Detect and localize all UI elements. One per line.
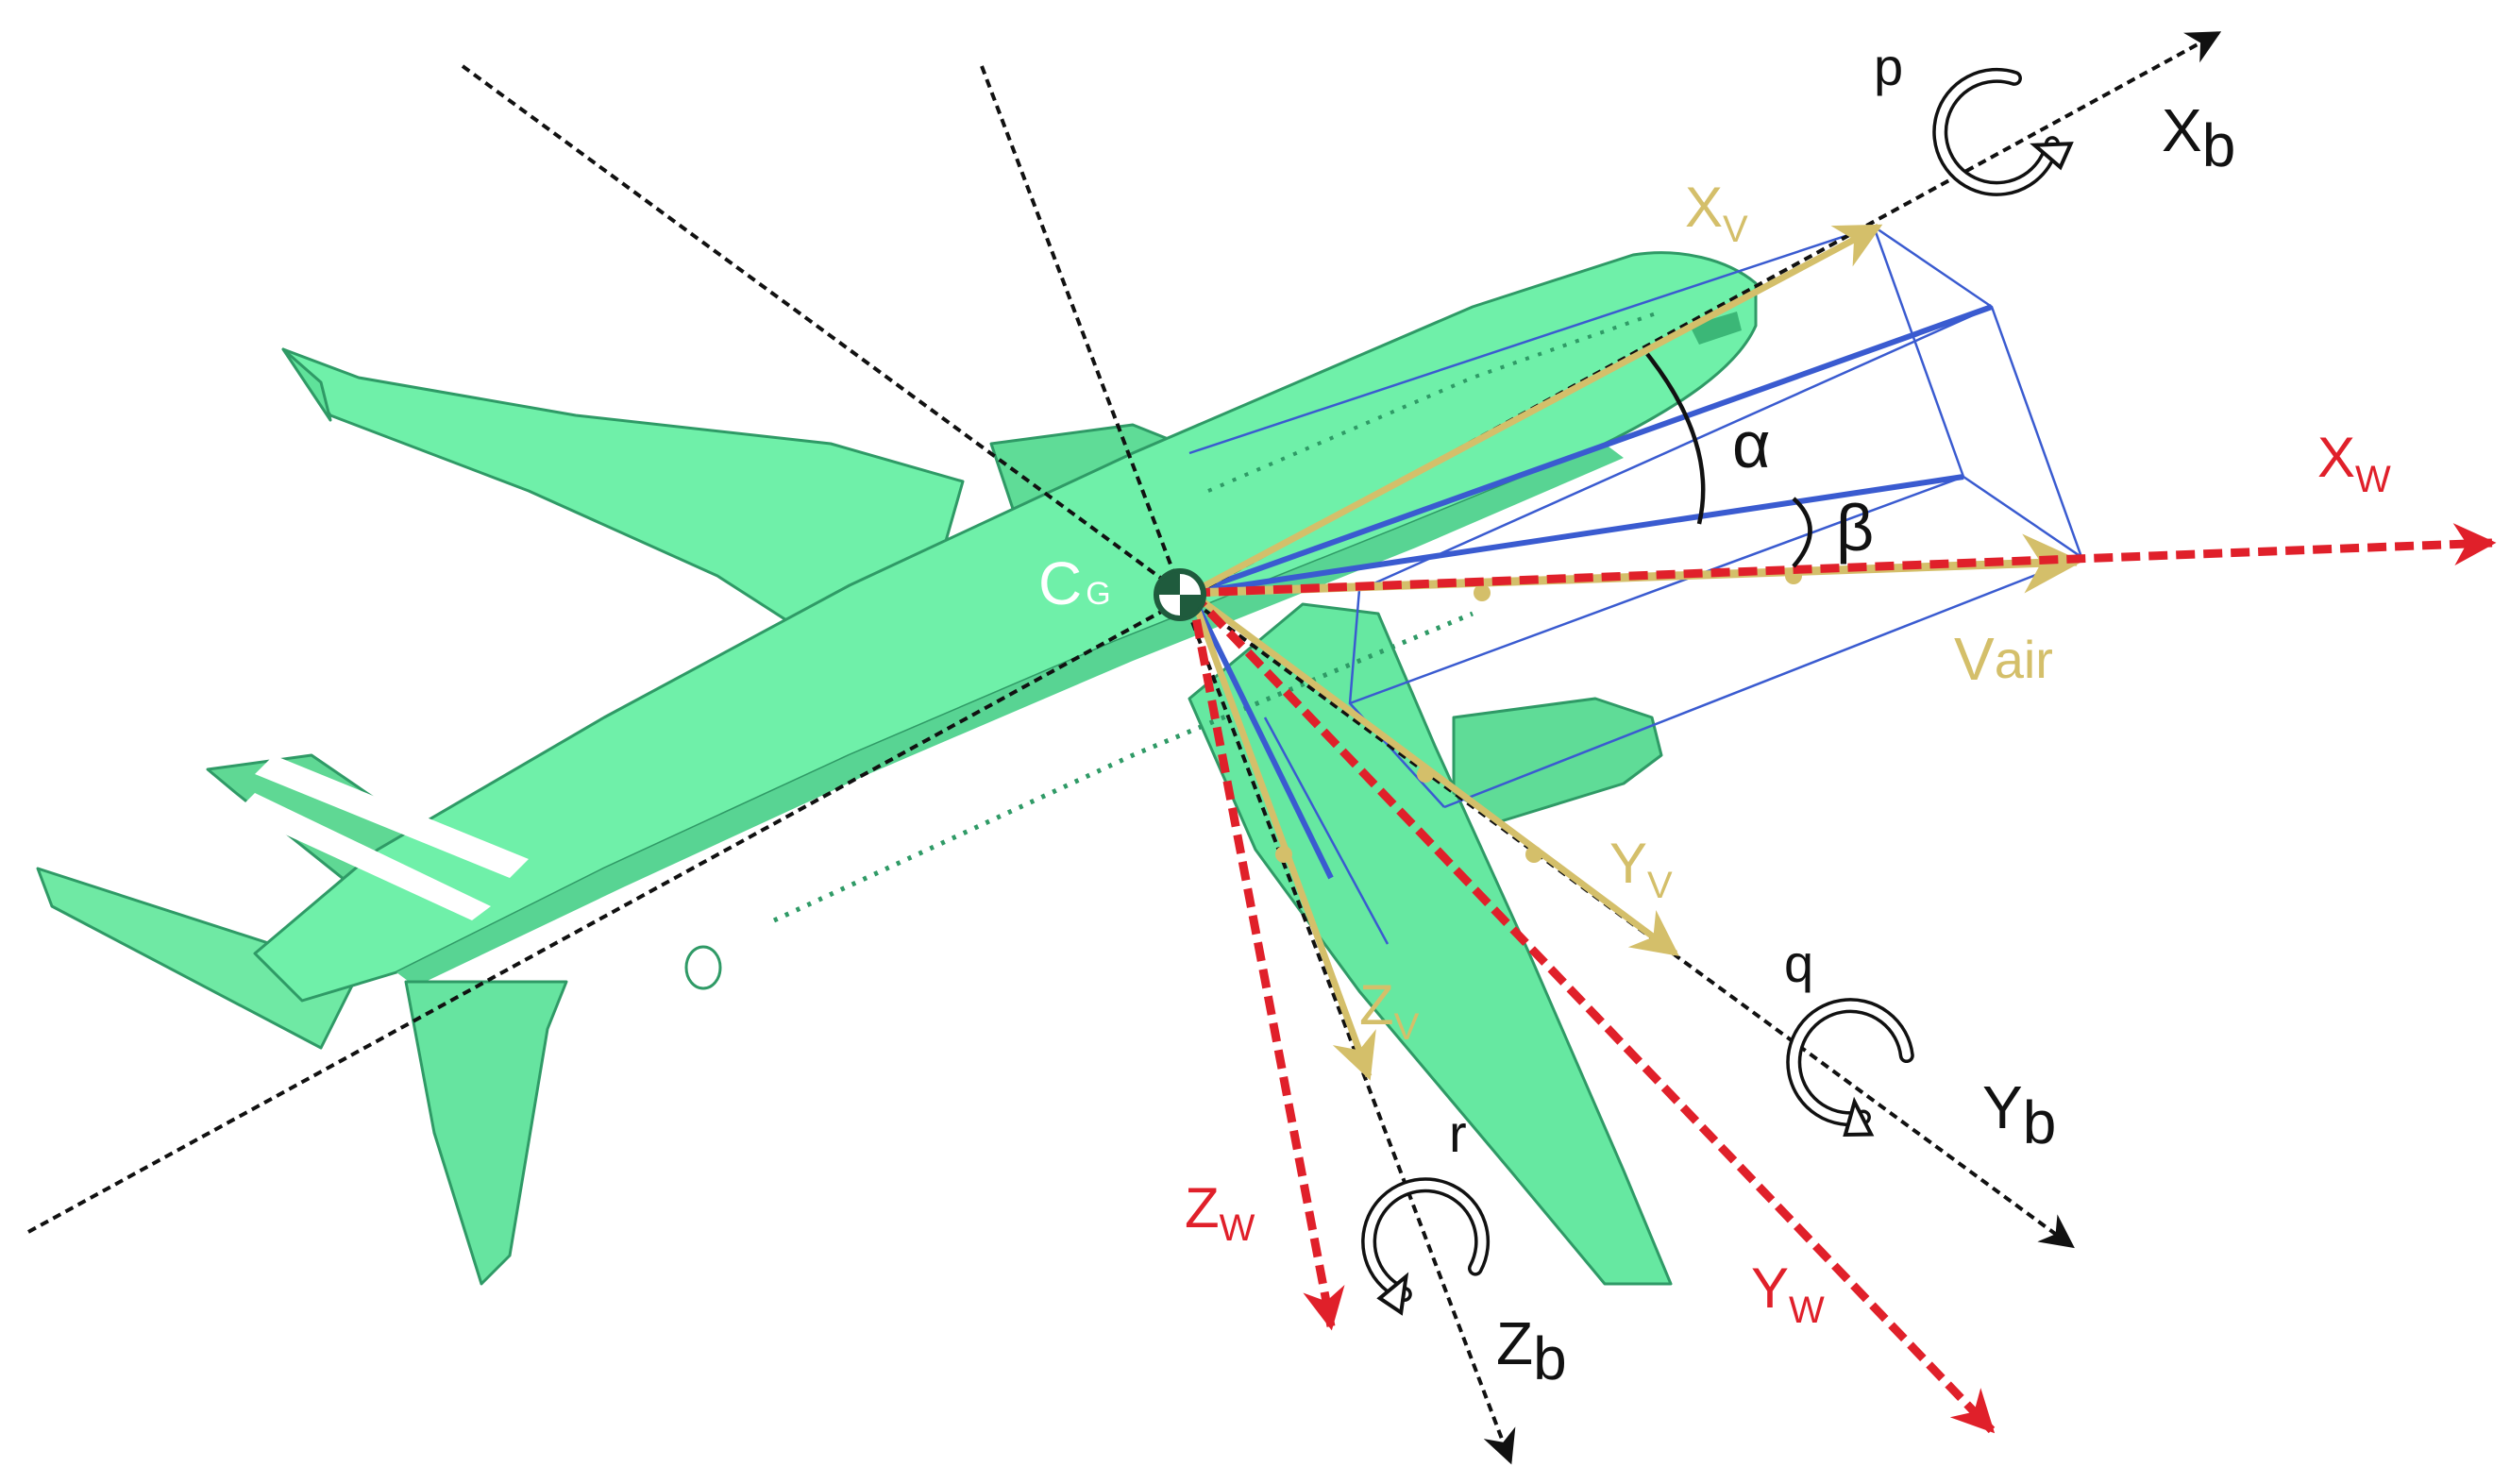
fuselage-shade: [396, 444, 1624, 987]
side-projection-line: [1188, 591, 1334, 880]
wind-axes: [1187, 523, 2497, 1434]
velocity-projection-box: [1188, 223, 2084, 945]
pitch-rate-icon: [1786, 998, 1914, 1138]
rear-door: [684, 945, 722, 990]
right-horizontal-stabilizer: [404, 980, 568, 1286]
box-edge-3: [1443, 555, 2082, 809]
wind-z-label: ZW: [1185, 1176, 1255, 1249]
beta-label: β: [1836, 491, 1874, 565]
left-wing-tip: [281, 347, 332, 422]
velocity-x-label: XV: [1685, 176, 1748, 250]
body-x-axis: [27, 31, 2222, 1234]
right-engine: [1452, 697, 1663, 823]
roll-rate-label: p: [1874, 37, 1903, 96]
wind-y-label: YW: [1751, 1256, 1825, 1331]
box-bottom-edge: [1348, 589, 1445, 808]
body-z-label: Zb: [1496, 1309, 1567, 1392]
fuselage: [253, 251, 1758, 1003]
tail-stripe-2: [236, 793, 491, 920]
right-wing: [1188, 602, 1673, 1286]
center-of-gravity-marker-icon: [1154, 568, 1206, 621]
box-side: [1263, 717, 1390, 945]
wind-y-axis: [1188, 589, 1996, 1434]
pitch-rate-label: q: [1784, 934, 1813, 993]
angle-arcs: [1645, 352, 1812, 568]
body-z-axis: [980, 65, 1516, 1465]
vertical-tail: [36, 867, 361, 1050]
yaw-rate-icon: [1361, 1177, 1491, 1316]
window-row: [772, 611, 1474, 923]
cockpit-windows: [1690, 312, 1742, 345]
aircraft-silhouette-icon: [36, 251, 1758, 1286]
box-edge-2: [1358, 305, 1993, 592]
velocity-x-axis: [1189, 223, 1883, 597]
wind-x-axis: [1190, 523, 2497, 598]
alpha-arc: [1645, 352, 1706, 525]
box-edge-1: [1188, 225, 1875, 455]
box-edge-4: [1349, 475, 1964, 705]
velocity-ticks: [1275, 567, 1802, 863]
body-y-axis: [461, 64, 2075, 1249]
tail-stripe-1: [255, 755, 529, 878]
alpha-label: α: [1732, 408, 1770, 481]
airspeed-label: Vair: [1954, 625, 2053, 693]
roll-rate-icon: [1932, 67, 2074, 196]
velocity-z-axis: [1188, 591, 1376, 1081]
window-row-upper: [1207, 310, 1662, 493]
alpha-projection-line: [1189, 304, 1994, 596]
body-x-label: Xb: [2162, 96, 2235, 179]
yaw-rate-label: r: [1449, 1104, 1467, 1163]
velocity-y-label: YV: [1609, 832, 1673, 906]
wind-x-label: XW: [2317, 426, 2391, 500]
beta-projection-line: [1190, 474, 1964, 596]
box-top-face: [1871, 223, 2084, 561]
beta-arc: [1792, 497, 1812, 568]
body-axes: [27, 31, 2222, 1465]
wind-z-axis: [1187, 592, 1345, 1331]
body-y-label: Yb: [1982, 1073, 2056, 1156]
velocity-z-label: ZV: [1359, 973, 1420, 1048]
